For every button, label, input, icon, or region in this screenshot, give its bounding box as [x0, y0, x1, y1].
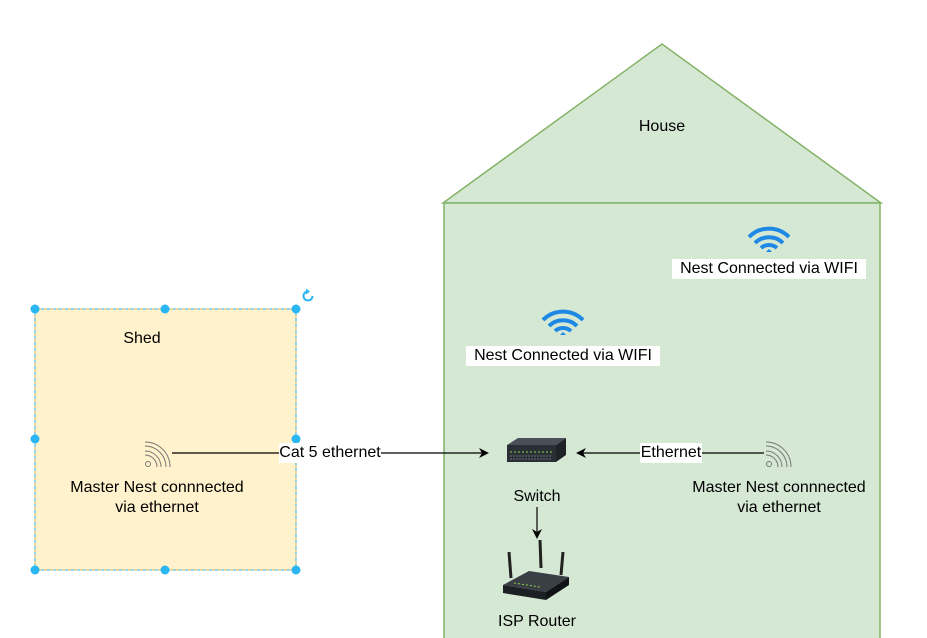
- router-icon: [503, 539, 569, 600]
- master-nest-shed-label[interactable]: Master Nest connnected via ethernet: [52, 478, 262, 518]
- resize-handle-n[interactable]: [160, 304, 170, 314]
- resize-handle-se[interactable]: [291, 565, 301, 575]
- switch-label[interactable]: Switch: [513, 488, 561, 505]
- master-nest-shed-line1: Master Nest connnected: [70, 479, 244, 496]
- wifi-nest-left-label[interactable]: Nest Connected via WIFI: [466, 346, 660, 366]
- network-switch-icon: [507, 438, 566, 462]
- shed-body: [34, 308, 297, 571]
- resize-handle-nw[interactable]: [30, 304, 40, 314]
- wifi-icon: [541, 309, 585, 335]
- shed-label: Shed: [123, 330, 161, 347]
- resize-handle-e[interactable]: [291, 434, 301, 444]
- master-nest-house-line2: via ethernet: [737, 499, 821, 516]
- resize-handle-ne[interactable]: [291, 304, 301, 314]
- signal-icon: [765, 441, 792, 468]
- shed-shape[interactable]: [30, 288, 314, 575]
- edge-label-ethernet[interactable]: Ethernet: [640, 443, 702, 463]
- master-nest-house-line1: Master Nest connnected: [692, 479, 866, 496]
- house-label: House: [638, 118, 686, 135]
- resize-handle-sw[interactable]: [30, 565, 40, 575]
- wifi-icon: [747, 226, 791, 252]
- master-nest-shed-line2: via ethernet: [115, 499, 199, 516]
- rotate-handle-icon[interactable]: [302, 288, 314, 302]
- resize-handle-w[interactable]: [30, 434, 40, 444]
- router-label[interactable]: ISP Router: [498, 613, 576, 630]
- signal-icon: [144, 441, 171, 468]
- wifi-nest-right-label[interactable]: Nest Connected via WIFI: [672, 259, 866, 279]
- edge-label-cat5[interactable]: Cat 5 ethernet: [279, 443, 381, 463]
- master-nest-house-label[interactable]: Master Nest connnected via ethernet: [674, 478, 884, 518]
- resize-handle-s[interactable]: [160, 565, 170, 575]
